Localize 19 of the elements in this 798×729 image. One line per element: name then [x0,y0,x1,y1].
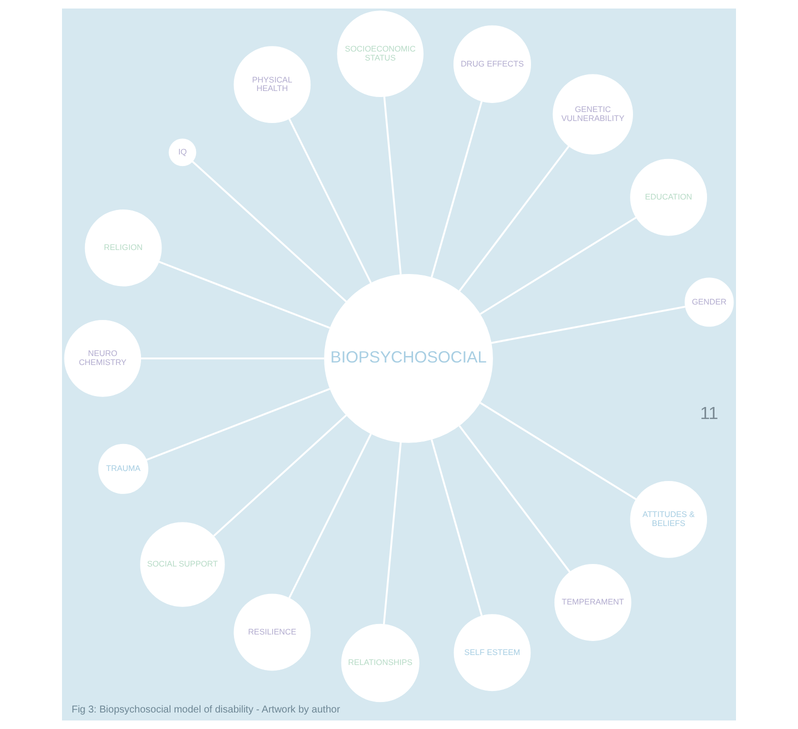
connector [288,118,372,284]
node-circle: BIOPSYCHOSOCIAL [324,274,493,443]
connector [458,425,571,573]
connector [430,439,483,616]
connector [480,402,637,500]
connector [140,357,324,360]
connector [458,146,570,292]
connector [146,388,330,461]
connector [430,101,483,278]
connector [213,414,347,537]
connector [382,442,402,624]
connector [491,306,686,344]
connector [288,434,372,598]
connector [192,160,347,302]
connector [480,216,637,315]
caption: Fig 3: Biopsychosocial model of disability - Artwork by author [72,704,340,716]
label: 11 [700,402,718,423]
connector [383,96,402,274]
connector [158,260,330,329]
